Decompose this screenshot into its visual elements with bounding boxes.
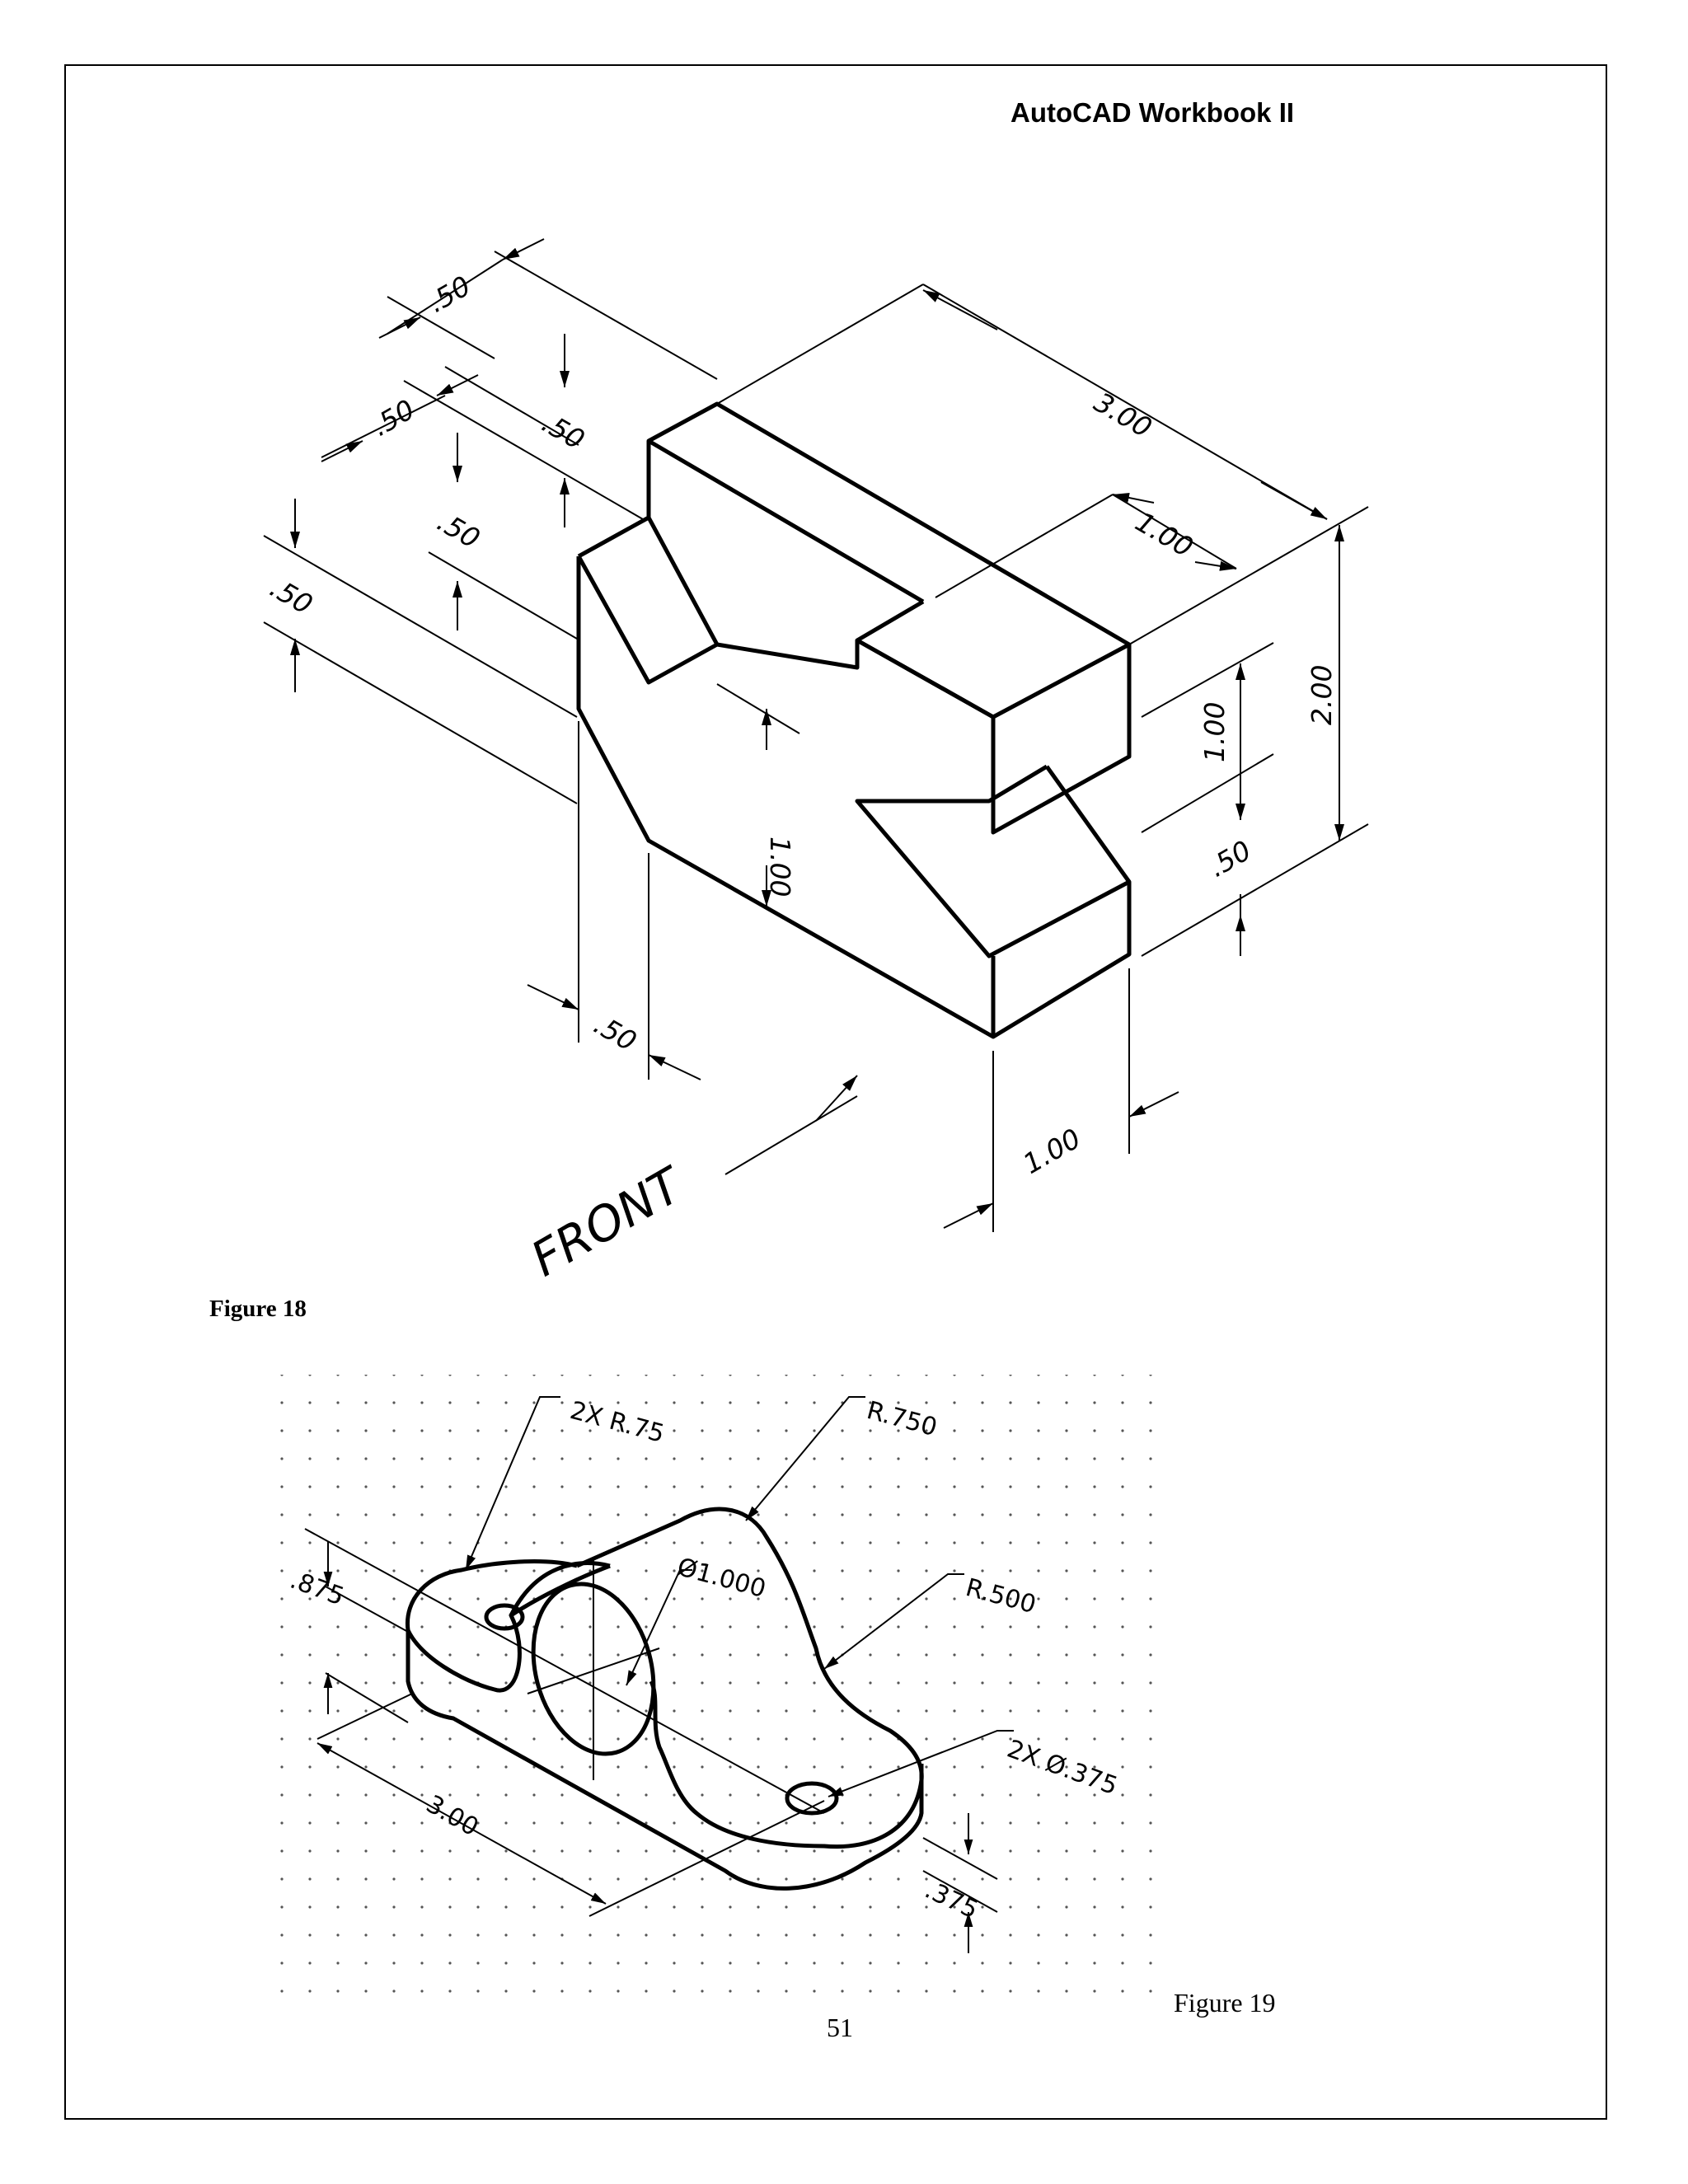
fig18-dim-mid-b: .50 xyxy=(432,505,485,555)
fig18-dim-top-b: .50 xyxy=(537,406,590,456)
fig18-dim-top-a: .50 xyxy=(423,269,476,319)
fig18-front-label: FRONT xyxy=(522,1155,695,1287)
fig18-dimension-lines xyxy=(263,238,1369,1232)
fig18-dim-front-right: 1.00 xyxy=(1018,1122,1086,1180)
page-number: 51 xyxy=(827,2013,853,2042)
fig18-dim-slot: 1.00 xyxy=(1130,505,1198,564)
figure-18-drawing: .50 .50 .50 .50 .50 3.00 1.00 2.00 1.00 … xyxy=(263,238,1369,1287)
fig18-dim-mid-a: .50 xyxy=(367,393,420,443)
fig18-dim-height: 2.00 xyxy=(1306,665,1338,725)
fig18-dim-front-left: .50 xyxy=(588,1008,642,1057)
fig18-dim-step: 1.00 xyxy=(1198,702,1231,762)
fig18-dim-center: 1.00 xyxy=(764,837,796,897)
fig18-dim-left: .50 xyxy=(265,571,318,621)
fig18-object-outline xyxy=(576,401,1132,1039)
fig18-dim-bottom-step: .50 xyxy=(1203,834,1257,883)
fig18-dimension-labels: .50 .50 .50 .50 .50 3.00 1.00 2.00 1.00 … xyxy=(265,269,1338,1287)
workbook-title: AutoCAD Workbook II xyxy=(1010,97,1295,128)
fig18-dim-length: 3.00 xyxy=(1089,386,1157,444)
figure-18-caption: Figure 18 xyxy=(209,1296,307,1322)
figure-19-caption: Figure 19 xyxy=(1174,1988,1276,2018)
page-frame xyxy=(64,64,1607,2120)
